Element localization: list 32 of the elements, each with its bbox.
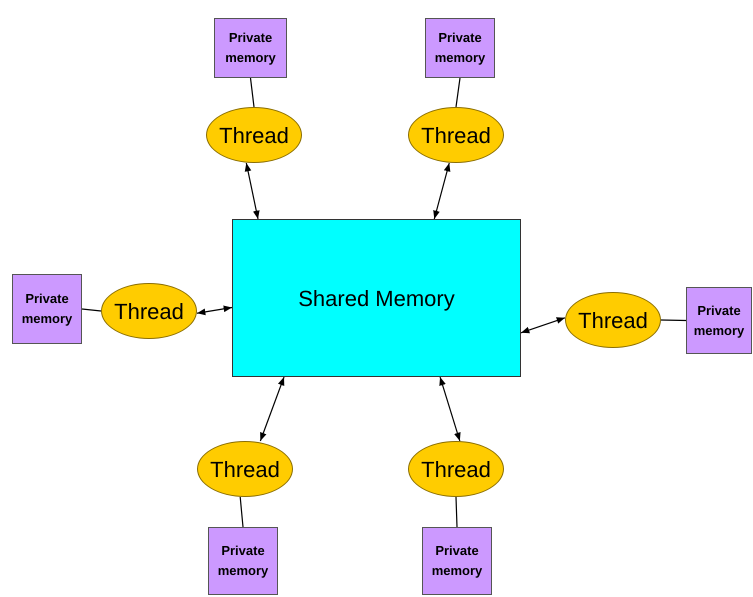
node-label: Private memory — [216, 542, 270, 580]
double-arrow — [244, 162, 260, 220]
connector-line — [82, 308, 102, 312]
memory-box — [214, 18, 287, 78]
memory-box — [422, 527, 492, 595]
memory-box — [686, 287, 752, 354]
connector-line — [240, 496, 244, 528]
node-label: Thread — [421, 456, 491, 484]
double-arrow — [433, 162, 450, 220]
node-label: Thread — [114, 298, 184, 326]
node-label: Shared Memory — [298, 285, 455, 313]
shared-memory-box — [232, 219, 521, 377]
double-arrow — [260, 376, 285, 442]
node-label: Thread — [210, 456, 280, 484]
connector-line — [660, 319, 686, 322]
node-label: Thread — [421, 122, 491, 150]
node-label: Thread — [219, 122, 289, 150]
node-label: Private memory — [20, 290, 74, 328]
node-label: Thread — [578, 306, 648, 334]
node-label: Private memory — [434, 29, 486, 67]
node-label: Private memory — [224, 29, 277, 67]
memory-box — [208, 527, 278, 595]
node-label: Private memory — [430, 542, 484, 580]
memory-box — [425, 18, 495, 78]
double-arrow — [196, 306, 232, 316]
node-label: Private memory — [692, 302, 746, 340]
memory-box — [12, 274, 82, 344]
connector-line — [250, 78, 255, 108]
double-arrow — [439, 376, 461, 442]
double-arrow — [520, 317, 566, 334]
connector-line — [455, 496, 458, 528]
connector-line — [455, 78, 461, 108]
